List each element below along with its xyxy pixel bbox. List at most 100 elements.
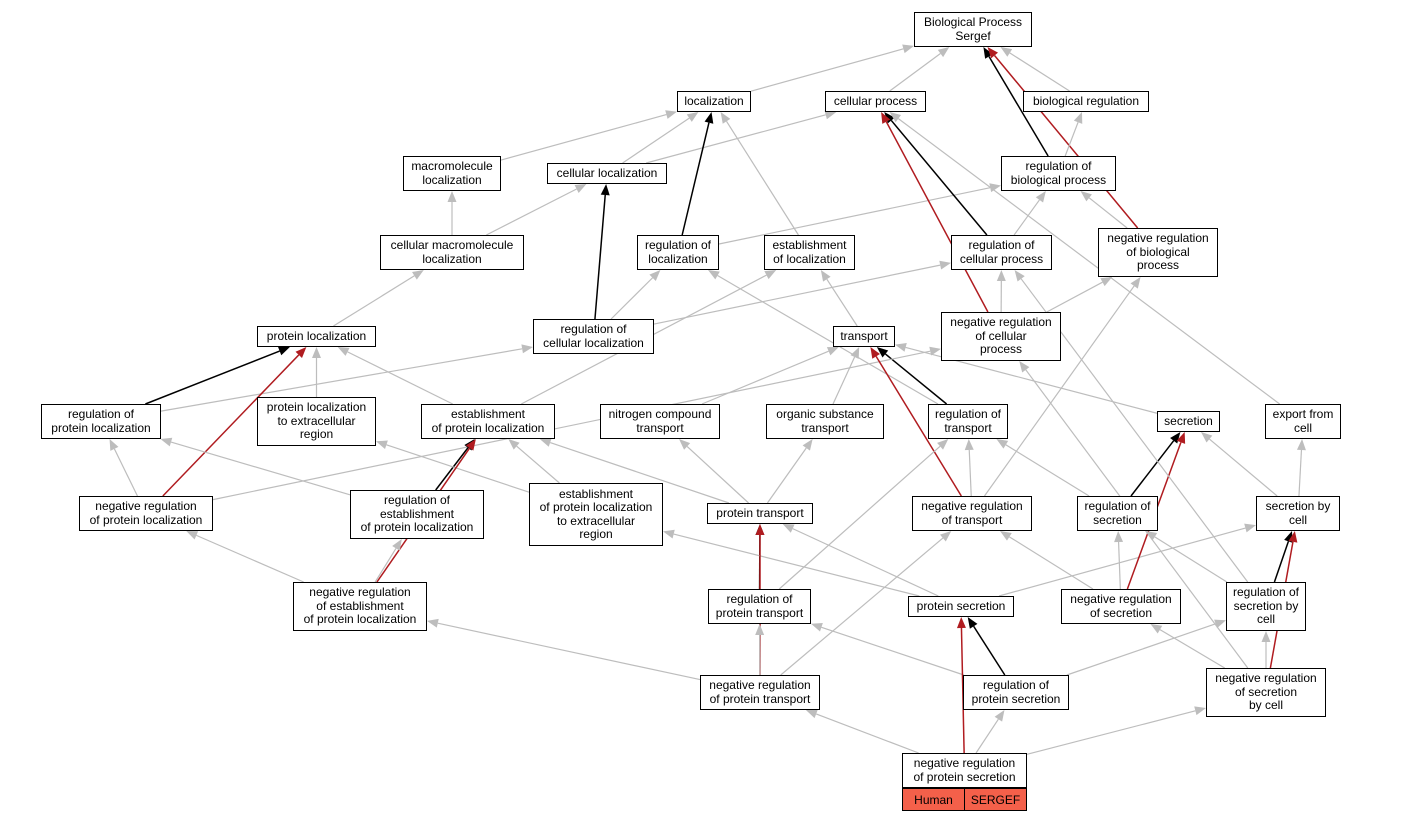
arrowhead [427, 618, 439, 628]
is-a-edge [1296, 439, 1306, 497]
node-protein-localization-to-extracellular-region[interactable]: protein localization to extracellular re… [257, 397, 376, 446]
node-regulation-of-biological-process[interactable]: regulation of biological process [1001, 156, 1116, 191]
node-regulation-of-establishment-of-protein-localization[interactable]: regulation of establishment of protein l… [350, 490, 484, 539]
is-a-edge [832, 347, 860, 405]
node-protein-secretion[interactable]: protein secretion [908, 596, 1014, 617]
is-a-edge [376, 440, 530, 493]
is-a-edge [160, 344, 533, 412]
is-a-edge [1026, 706, 1206, 755]
part-of-edge [145, 346, 290, 405]
node-organic-substance-transport[interactable]: organic substance transport [766, 404, 884, 439]
node-macromolecule-localization[interactable]: macromolecule localization [403, 156, 501, 191]
arrowhead [937, 47, 950, 58]
arrowhead [811, 622, 823, 632]
is-a-edge [820, 270, 858, 327]
node-negative-regulation-of-biological-process[interactable]: negative regulation of biological proces… [1098, 228, 1218, 277]
regulates-edge [881, 112, 989, 313]
is-a-edge [755, 624, 765, 676]
node-regulation-of-secretion[interactable]: regulation of secretion [1077, 496, 1158, 531]
arrowhead [686, 112, 699, 122]
arrowhead [539, 438, 552, 447]
arrowhead [820, 270, 831, 282]
node-negative-regulation-of-establishment-of-protein-localization[interactable]: negative regulation of establishment of … [293, 582, 427, 631]
arrowhead [1019, 361, 1030, 373]
node-nitrogen-compound-transport[interactable]: nitrogen compound transport [600, 404, 720, 439]
node-regulation-of-cellular-process[interactable]: regulation of cellular process [951, 235, 1052, 270]
node-negative-regulation-of-secretion[interactable]: negative regulation of secretion [1061, 589, 1181, 624]
node-establishment-of-localization[interactable]: establishment of localization [764, 235, 855, 270]
arrowhead [983, 47, 993, 59]
is-a-edge [805, 709, 919, 754]
arrowhead [1194, 706, 1206, 716]
arrowhead [929, 346, 941, 356]
arrowhead [1000, 531, 1012, 541]
is-a-edge [337, 347, 453, 405]
node-protein-localization[interactable]: protein localization [257, 326, 376, 347]
arrowhead [186, 531, 199, 540]
is-a-edge [508, 439, 560, 484]
node-cellular-localization[interactable]: cellular localization [547, 163, 667, 184]
is-a-edge [1261, 631, 1271, 668]
is-a-edge [708, 270, 939, 405]
node-negative-regulation-of-secretion-by-cell[interactable]: negative regulation of secretion by cell [1206, 668, 1326, 717]
is-a-edge [718, 183, 1001, 245]
arrowhead [996, 439, 1009, 449]
node-regulation-of-localization[interactable]: regulation of localization [637, 235, 719, 270]
arrowhead [939, 260, 951, 270]
node-biological-process[interactable]: Biological Process Sergef [914, 12, 1032, 47]
node-cellular-macromolecule-localization[interactable]: cellular macromolecule localization [380, 235, 524, 270]
node-cellular-process[interactable]: cellular process [825, 91, 926, 112]
part-of-edge [876, 347, 948, 405]
arrowhead [663, 529, 675, 539]
arrowhead [1014, 270, 1025, 282]
is-a-edge [782, 524, 939, 597]
is-a-edge [1114, 531, 1124, 590]
arrowhead [1130, 277, 1141, 289]
arrowhead [870, 347, 880, 359]
arrowhead [755, 624, 765, 636]
part-of-edge [681, 112, 714, 236]
node-negative-regulation-of-transport[interactable]: negative regulation of transport [912, 496, 1032, 531]
node-regulation-of-cellular-localization[interactable]: regulation of cellular localization [533, 319, 654, 354]
arrowhead [521, 344, 533, 354]
node-establishment-of-protein-localization-to-extracellular-region[interactable]: establishment of protein localization to… [529, 483, 663, 546]
is-a-edge [983, 277, 1141, 497]
is-a-edge [964, 439, 974, 497]
node-regulation-of-protein-localization[interactable]: regulation of protein localization [41, 404, 161, 439]
is-a-edge [500, 110, 677, 161]
arrowhead [574, 184, 587, 194]
node-negative-regulation-of-protein-transport[interactable]: negative regulation of protein transport [700, 675, 820, 710]
node-regulation-of-transport[interactable]: regulation of transport [928, 404, 1008, 439]
is-a-edge [447, 191, 457, 235]
node-export-from-cell[interactable]: export from cell [1265, 404, 1341, 439]
node-regulation-of-secretion-by-cell[interactable]: regulation of secretion by cell [1226, 582, 1306, 631]
node-establishment-of-protein-localization[interactable]: establishment of protein localization [421, 404, 555, 439]
regulates-edge [870, 347, 962, 497]
node-secretion[interactable]: secretion [1157, 411, 1220, 432]
node-transport[interactable]: transport [833, 326, 895, 347]
is-a-edge [1064, 112, 1083, 157]
node-regulation-of-protein-transport[interactable]: regulation of protein transport [708, 589, 811, 624]
node-negative-regulation-of-cellular-process[interactable]: negative regulation of cellular process [941, 312, 1061, 361]
node-localization[interactable]: localization [677, 91, 751, 112]
is-a-edge [750, 44, 914, 92]
arrowhead [465, 439, 476, 451]
node-protein-transport[interactable]: protein transport [707, 503, 813, 524]
arrowhead [1214, 619, 1226, 629]
node-secretion-by-cell[interactable]: secretion by cell [1256, 496, 1340, 531]
arrowhead [764, 270, 777, 280]
node-biological-regulation[interactable]: biological regulation [1023, 91, 1149, 112]
node-negative-regulation-of-protein-localization[interactable]: negative regulation of protein localizat… [79, 496, 213, 531]
arrowhead [824, 110, 837, 120]
is-a-edge [622, 112, 699, 164]
node-regulation-of-protein-secretion[interactable]: regulation of protein secretion [963, 675, 1069, 710]
arrowhead [1073, 112, 1083, 124]
arrowhead [895, 343, 907, 352]
regulates-edge [162, 347, 307, 497]
arrowhead [508, 439, 520, 450]
node-negative-regulation-of-protein-secretion[interactable]: negative regulation of protein secretion [902, 753, 1027, 788]
is-a-edge [427, 618, 701, 681]
arrowhead [1288, 531, 1298, 543]
arrowhead [939, 531, 952, 542]
